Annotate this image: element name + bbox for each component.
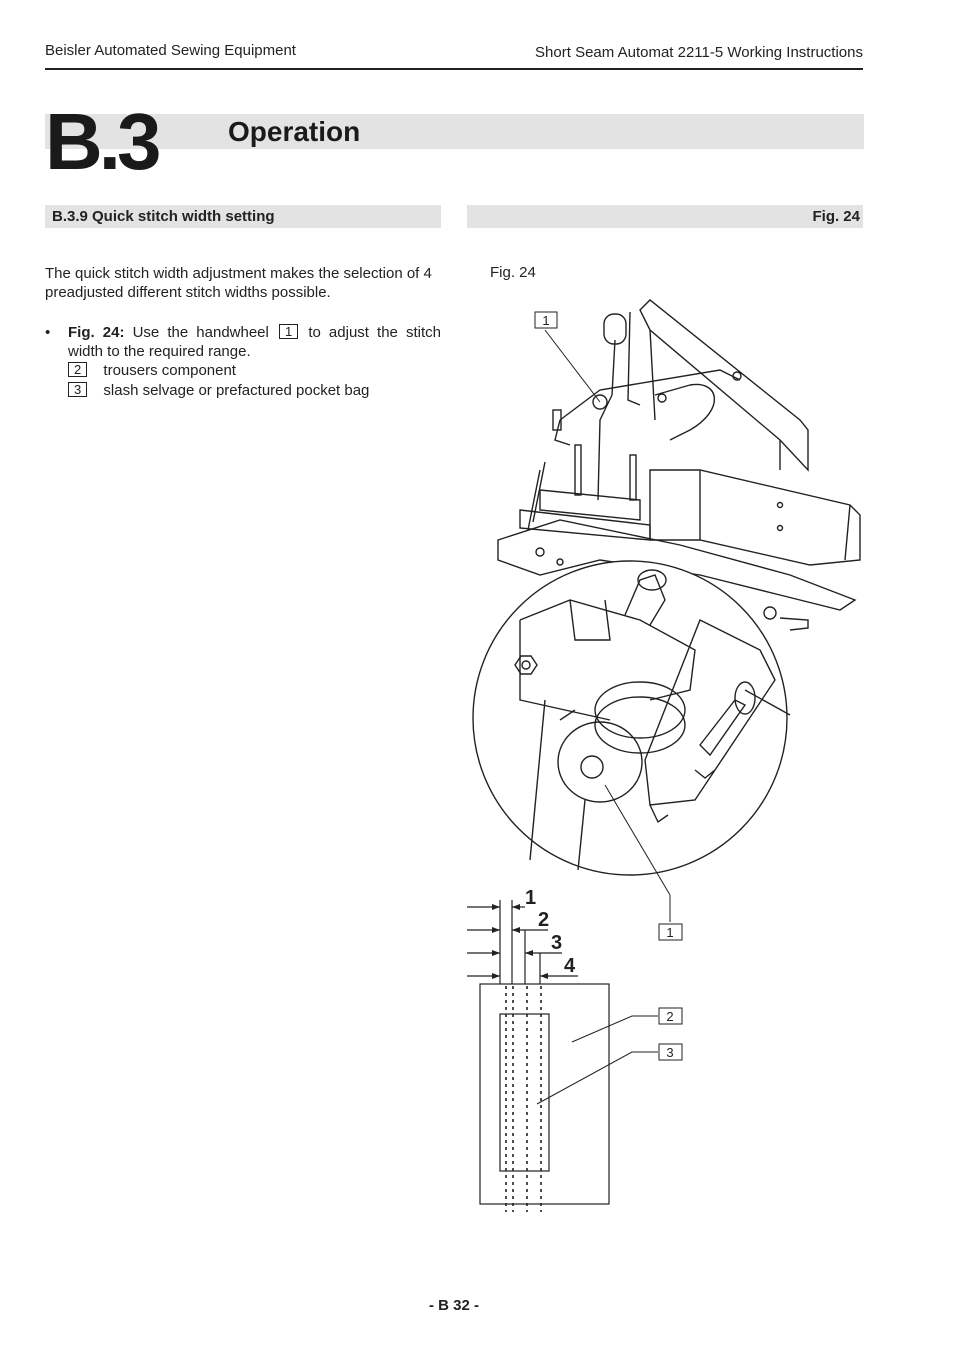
header-right: Short Seam Automat 2211-5 Working Instru… bbox=[535, 44, 863, 61]
bullet-symbol: • bbox=[45, 324, 51, 341]
legend-num: 2 bbox=[68, 362, 88, 377]
legend-num: 3 bbox=[68, 382, 88, 397]
page-number: - B 32 - bbox=[428, 1297, 479, 1314]
legend-item: 3 slash selvage or prefactured pocket ba… bbox=[68, 381, 369, 400]
bullet-text: Fig. 24: Use the handwheel 1 to adjust t… bbox=[68, 323, 441, 361]
callout-label-1: 1 bbox=[666, 925, 673, 940]
chapter-number: B.3 bbox=[45, 97, 161, 186]
width-label-3: 3 bbox=[551, 932, 562, 954]
header-rule bbox=[45, 68, 863, 70]
callout-box: 1 bbox=[278, 324, 299, 339]
section-band-left bbox=[45, 205, 441, 228]
chapter-title: Operation bbox=[228, 116, 361, 147]
legend-item: 2 trousers component bbox=[68, 361, 236, 380]
width-label-1: 1 bbox=[525, 887, 536, 909]
legend-text: slash selvage or prefactured pocket bag bbox=[103, 382, 370, 399]
callout-label-2: 2 bbox=[666, 1009, 673, 1024]
width-label-2: 2 bbox=[538, 909, 549, 931]
section-fig-ref: Fig. 24 bbox=[812, 208, 860, 225]
section-band-right bbox=[467, 205, 863, 228]
figure-caption: Fig. 24 bbox=[490, 264, 536, 281]
section-title: B.3.9 Quick stitch width setting bbox=[52, 208, 275, 225]
callout-label-3: 3 bbox=[666, 1045, 673, 1060]
callout-label-1: 1 bbox=[542, 313, 549, 328]
intro-paragraph: The quick stitch width adjustment makes … bbox=[45, 265, 432, 301]
bullet-text-a: Use the handwheel bbox=[132, 324, 269, 341]
bullet-text-b: to adjust the stitch width to the requir… bbox=[68, 324, 442, 360]
chapter-band bbox=[45, 114, 864, 149]
legend-text: trousers component bbox=[103, 362, 236, 379]
width-label-4: 4 bbox=[564, 955, 576, 977]
header-left: Beisler Automated Sewing Equipment bbox=[45, 42, 296, 59]
bullet-fig-ref: Fig. 24: bbox=[68, 324, 125, 341]
